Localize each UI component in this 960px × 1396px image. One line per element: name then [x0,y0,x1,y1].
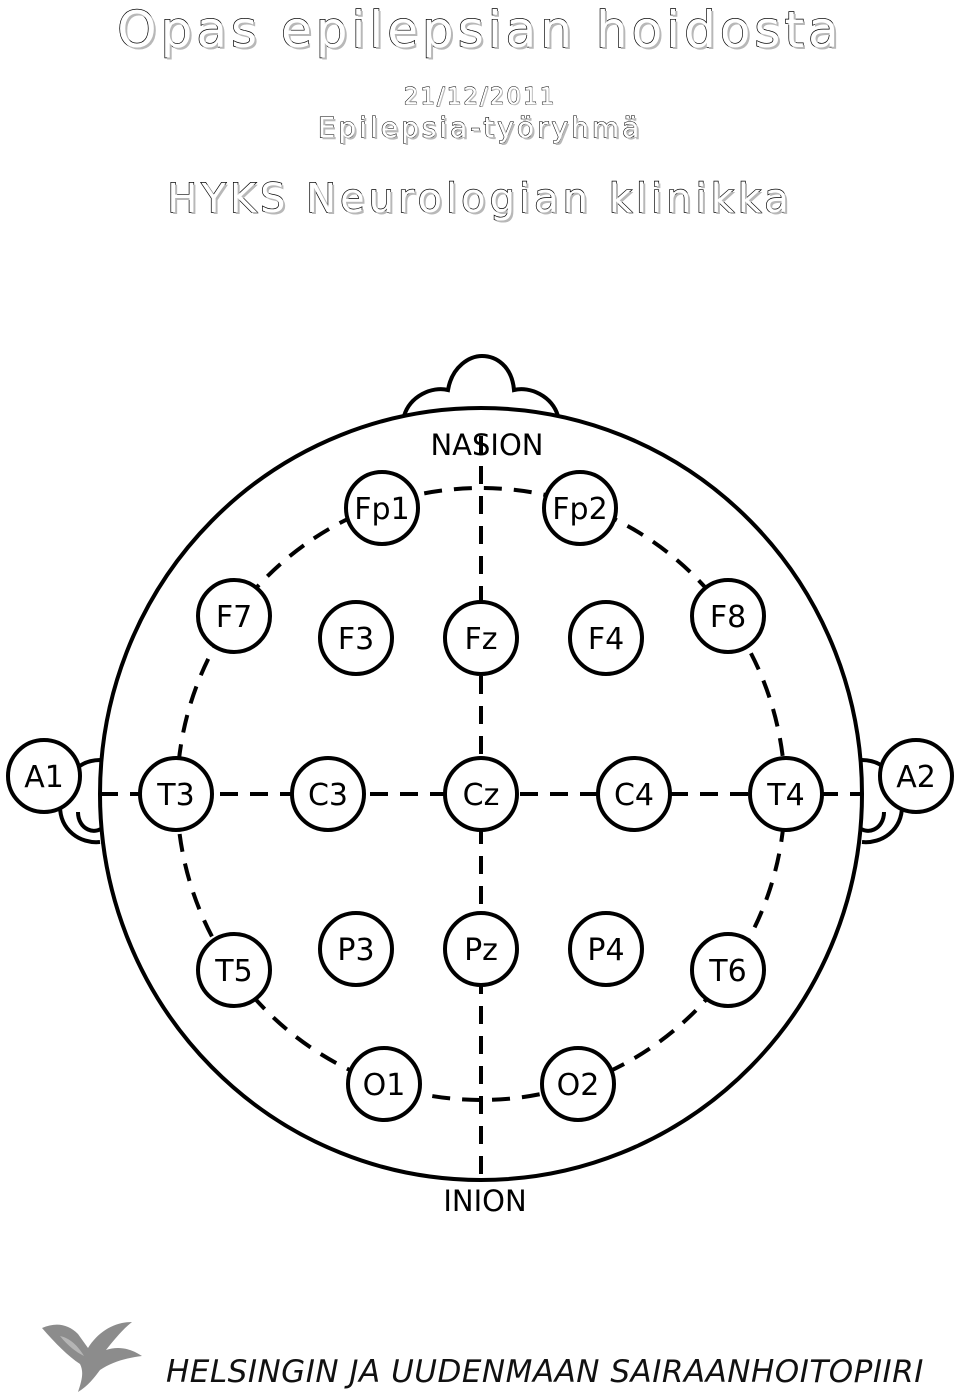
electrode-f3: F3 [318,600,394,676]
electrode-label: T4 [766,778,804,813]
electrode-p4: P4 [568,911,644,987]
eeg-electrode-diagram: NASION INION Fp1 Fp2 F7 F3 Fz F4 F8 A1 T… [6,353,954,1218]
electrode-label: C3 [308,778,348,813]
electrode-label: T5 [214,954,252,989]
electrode-label: F7 [216,600,252,635]
electrode-o1: O1 [346,1046,422,1122]
inion-label: INION [443,1184,526,1218]
electrode-t3: T3 [138,756,214,832]
electrode-label: C4 [614,778,654,813]
electrode-label: O2 [557,1068,600,1103]
electrode-label: Fp2 [552,492,607,527]
electrode-fp1: Fp1 [344,470,420,546]
electrode-f4: F4 [568,600,644,676]
electrode-a2: A2 [878,738,954,814]
electrode-label: Cz [463,778,500,813]
electrode-f7: F7 [196,578,272,654]
nose-outline [402,353,560,417]
organization-name: HELSINGIN JA UUDENMAAN SAIRAANHOITOPIIRI [166,1354,924,1390]
electrode-label: O1 [363,1068,406,1103]
electrode-fz: Fz [443,600,519,676]
electrode-label: Pz [464,933,498,968]
electrode-a1: A1 [6,738,82,814]
electrode-cz: Cz [443,756,519,832]
nasion-label: NASION [430,428,543,462]
electrode-t5: T5 [196,932,272,1008]
electrode-label: A1 [24,760,64,795]
electrode-label: T3 [156,778,194,813]
electrode-label: F3 [338,622,374,657]
document-title: Opas epilepsian hoidosta [117,1,843,59]
electrode-c4: C4 [596,756,672,832]
electrode-label: F8 [710,600,746,635]
electrode-t6: T6 [690,932,766,1008]
electrode-f8: F8 [690,578,766,654]
electrode-t4: T4 [748,756,824,832]
electrode-label: T6 [708,954,746,989]
electrode-p3: P3 [318,911,394,987]
electrode-fp2: Fp2 [542,470,618,546]
electrode-label: A2 [896,760,936,795]
electrode-label: Fp1 [354,492,409,527]
document-date: 21/12/2011 [403,84,557,111]
electrode-label: F4 [588,622,624,657]
hus-logo-icon [42,1322,142,1392]
electrode-label: P4 [587,933,624,968]
electrode-label: Fz [464,622,497,657]
working-group: Epilepsia-työryhmä [317,111,643,144]
electrode-label: P3 [337,933,374,968]
electrode-o2: O2 [540,1046,616,1122]
electrode-pz: Pz [443,911,519,987]
clinic-name: HYKS Neurologian klinikka [167,175,793,222]
electrode-c3: C3 [290,756,366,832]
